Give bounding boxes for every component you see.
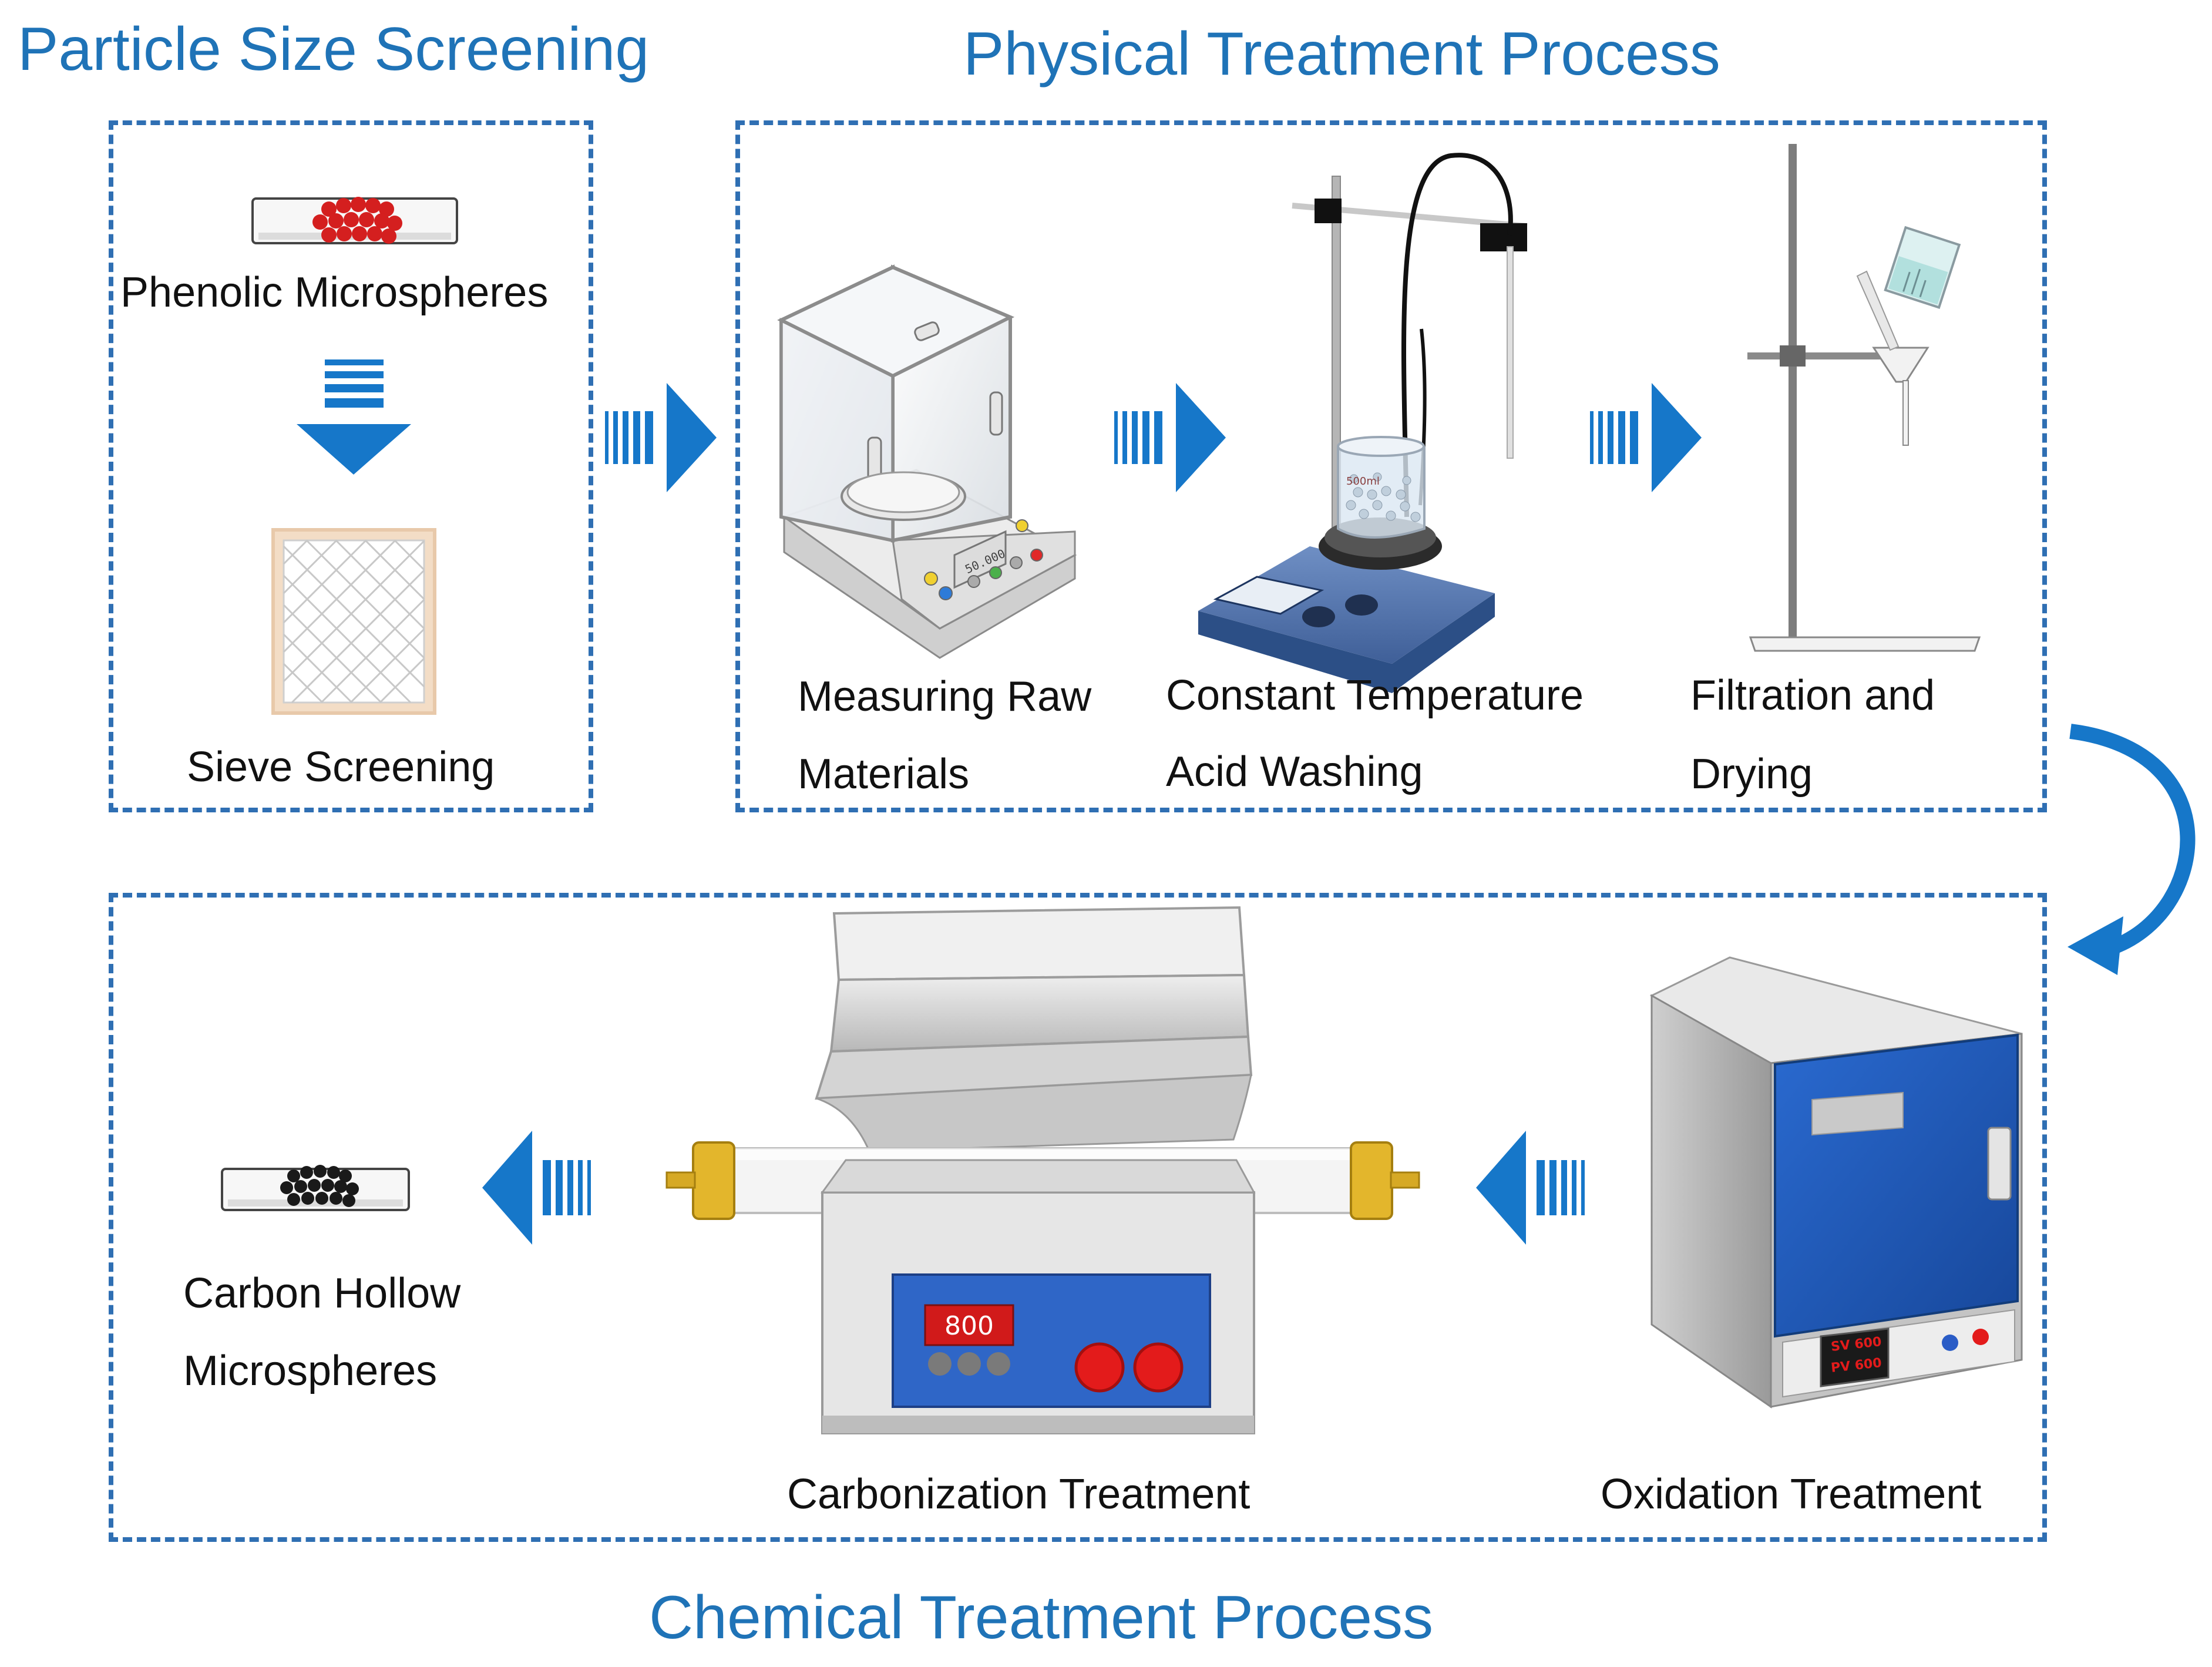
chemical-treatment-title: Chemical Treatment Process (649, 1584, 1434, 1652)
left-arrow-icon-2 (482, 1131, 591, 1245)
acid-washing-label-line1: Constant Temperature (1166, 672, 1584, 719)
chemical-treatment-frame (109, 893, 2047, 1542)
carbon-hollow-label-line1: Carbon Hollow (183, 1270, 461, 1317)
filtration-label-line2: Drying (1690, 751, 1813, 798)
sieve-screening-label: Sieve Screening (187, 744, 495, 791)
sieve-mesh-icon (271, 528, 436, 715)
right-arrow-icon-1 (605, 383, 717, 492)
filtration-stand-icon (1747, 144, 1981, 652)
analytical-balance-icon: 50.000 (777, 264, 1077, 659)
acid-washing-label-line2: Acid Washing (1166, 748, 1423, 795)
oxidation-treatment-label: Oxidation Treatment (1601, 1471, 1982, 1518)
phenolic-microspheres-label: Phenolic Microspheres (120, 269, 549, 316)
muffle-furnace-icon: SV 600 PV 600 (1649, 956, 2023, 1409)
carbonization-treatment-label: Carbonization Treatment (787, 1471, 1250, 1518)
right-arrow-icon-2 (1114, 383, 1226, 492)
physical-treatment-title: Physical Treatment Process (963, 20, 1720, 88)
particle-size-screening-title: Particle Size Screening (18, 15, 650, 83)
magnetic-stirrer-icon: 500ml (1198, 153, 1528, 693)
right-arrow-icon-3 (1590, 383, 1702, 492)
furnace-temperature-display: 800 (944, 1311, 994, 1341)
carbon-hollow-label-line2: Microspheres (183, 1347, 438, 1394)
measuring-raw-label-line1: Measuring Raw (798, 673, 1092, 720)
down-arrow-icon (297, 359, 411, 475)
beaker-volume-label: 500ml (1346, 475, 1380, 488)
curved-down-arrow-icon (2068, 724, 2196, 975)
left-arrow-icon-1 (1476, 1131, 1585, 1245)
filtration-label-line1: Filtration and (1690, 672, 1935, 719)
particle-size-frame (109, 120, 593, 812)
measuring-raw-label-line2: Materials (798, 751, 970, 798)
physical-treatment-frame (735, 120, 2047, 812)
red-microspheres-dish-icon (251, 197, 458, 244)
black-microspheres-dish-icon (221, 1165, 410, 1211)
tube-furnace-icon: 800 (665, 906, 1420, 1434)
